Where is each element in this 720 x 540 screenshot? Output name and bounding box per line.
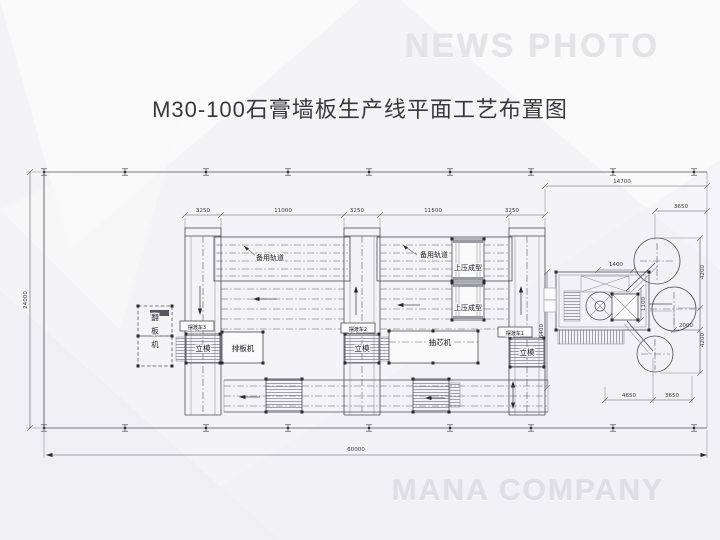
panel-arranging-machine: [220, 330, 265, 365]
transfer-cart-1: [264, 377, 304, 414]
dimension-label: 60000: [347, 447, 365, 453]
dimension-label: 2000: [679, 323, 694, 329]
core-pulling-machine: [387, 329, 480, 365]
machine-label: 立模: [520, 347, 535, 357]
machine-label: 立模: [196, 343, 211, 353]
transfer-cart-2: [411, 377, 451, 414]
ferry-cart-box-3: [179, 320, 215, 332]
watermark-news-photo: NEWS PHOTO: [405, 27, 660, 64]
dimension-label: 1400: [609, 262, 624, 268]
machine-label: 机: [151, 339, 159, 349]
dimension-label: 1100: [641, 296, 647, 311]
dimension-label: 4200: [700, 332, 706, 347]
machine-label: 摆渡车1: [506, 330, 524, 337]
watermark-mana-company: MANA COMPANY: [391, 474, 664, 507]
machine-label: 抽芯机: [429, 337, 452, 347]
flow-arrows: [197, 286, 524, 409]
flip-machine: [136, 304, 187, 368]
machine-label: 上压成型: [454, 263, 482, 272]
mixing-station: [543, 270, 651, 345]
press-forming-unit-1: [450, 237, 486, 283]
press-forming-unit-2: [450, 281, 486, 322]
machine-label: 上压成型: [454, 303, 482, 312]
dimension-label: 11000: [274, 208, 292, 214]
machine-label: 板: [151, 326, 159, 336]
page-title: M30-100石膏墙板生产线平面工艺布置图: [152, 97, 568, 122]
silo-3: [636, 335, 674, 373]
machine-label: 摆渡车2: [349, 326, 367, 333]
plant-boundary: [40, 168, 708, 432]
ferry-cart-box-1: [497, 326, 533, 338]
dimension-label: 4200: [700, 264, 706, 279]
casting-bay-left: [213, 236, 351, 330]
machine-label: 翻: [151, 313, 159, 322]
dimension-label: 14700: [613, 179, 631, 185]
dimension-label: 3650: [665, 393, 680, 399]
silos: [623, 237, 700, 373]
dimension-label: 3250: [505, 208, 520, 214]
dimension-label: 3650: [674, 204, 689, 210]
dimension-label: 3250: [196, 208, 211, 214]
dimension-label: 6400: [539, 323, 545, 338]
dimension-label: 3250: [350, 208, 365, 214]
transfer-track-2: [343, 227, 381, 416]
machine-label: 立模: [355, 343, 370, 353]
dimension-lines: [26, 168, 711, 458]
dimension-label: 11500: [424, 208, 442, 214]
machine-label: 排板机: [232, 343, 255, 353]
ferry-cart-box-2: [340, 322, 376, 334]
dimension-label-layer: 3250 11000 3250 11500 3250 14700 3650 24000 6000…: [23, 179, 706, 453]
machine-label: 摆渡车3: [188, 324, 206, 331]
dimension-label: 24000: [23, 291, 29, 309]
bottom-transfer-line: [223, 377, 549, 414]
machine-label: 备用轨道: [420, 250, 448, 259]
silo-1: [633, 237, 681, 285]
dimension-label: 4650: [622, 393, 637, 399]
casting-bay-right: [376, 236, 513, 330]
machine-label: 备用轨道: [256, 253, 284, 262]
column-markers: [40, 168, 698, 432]
